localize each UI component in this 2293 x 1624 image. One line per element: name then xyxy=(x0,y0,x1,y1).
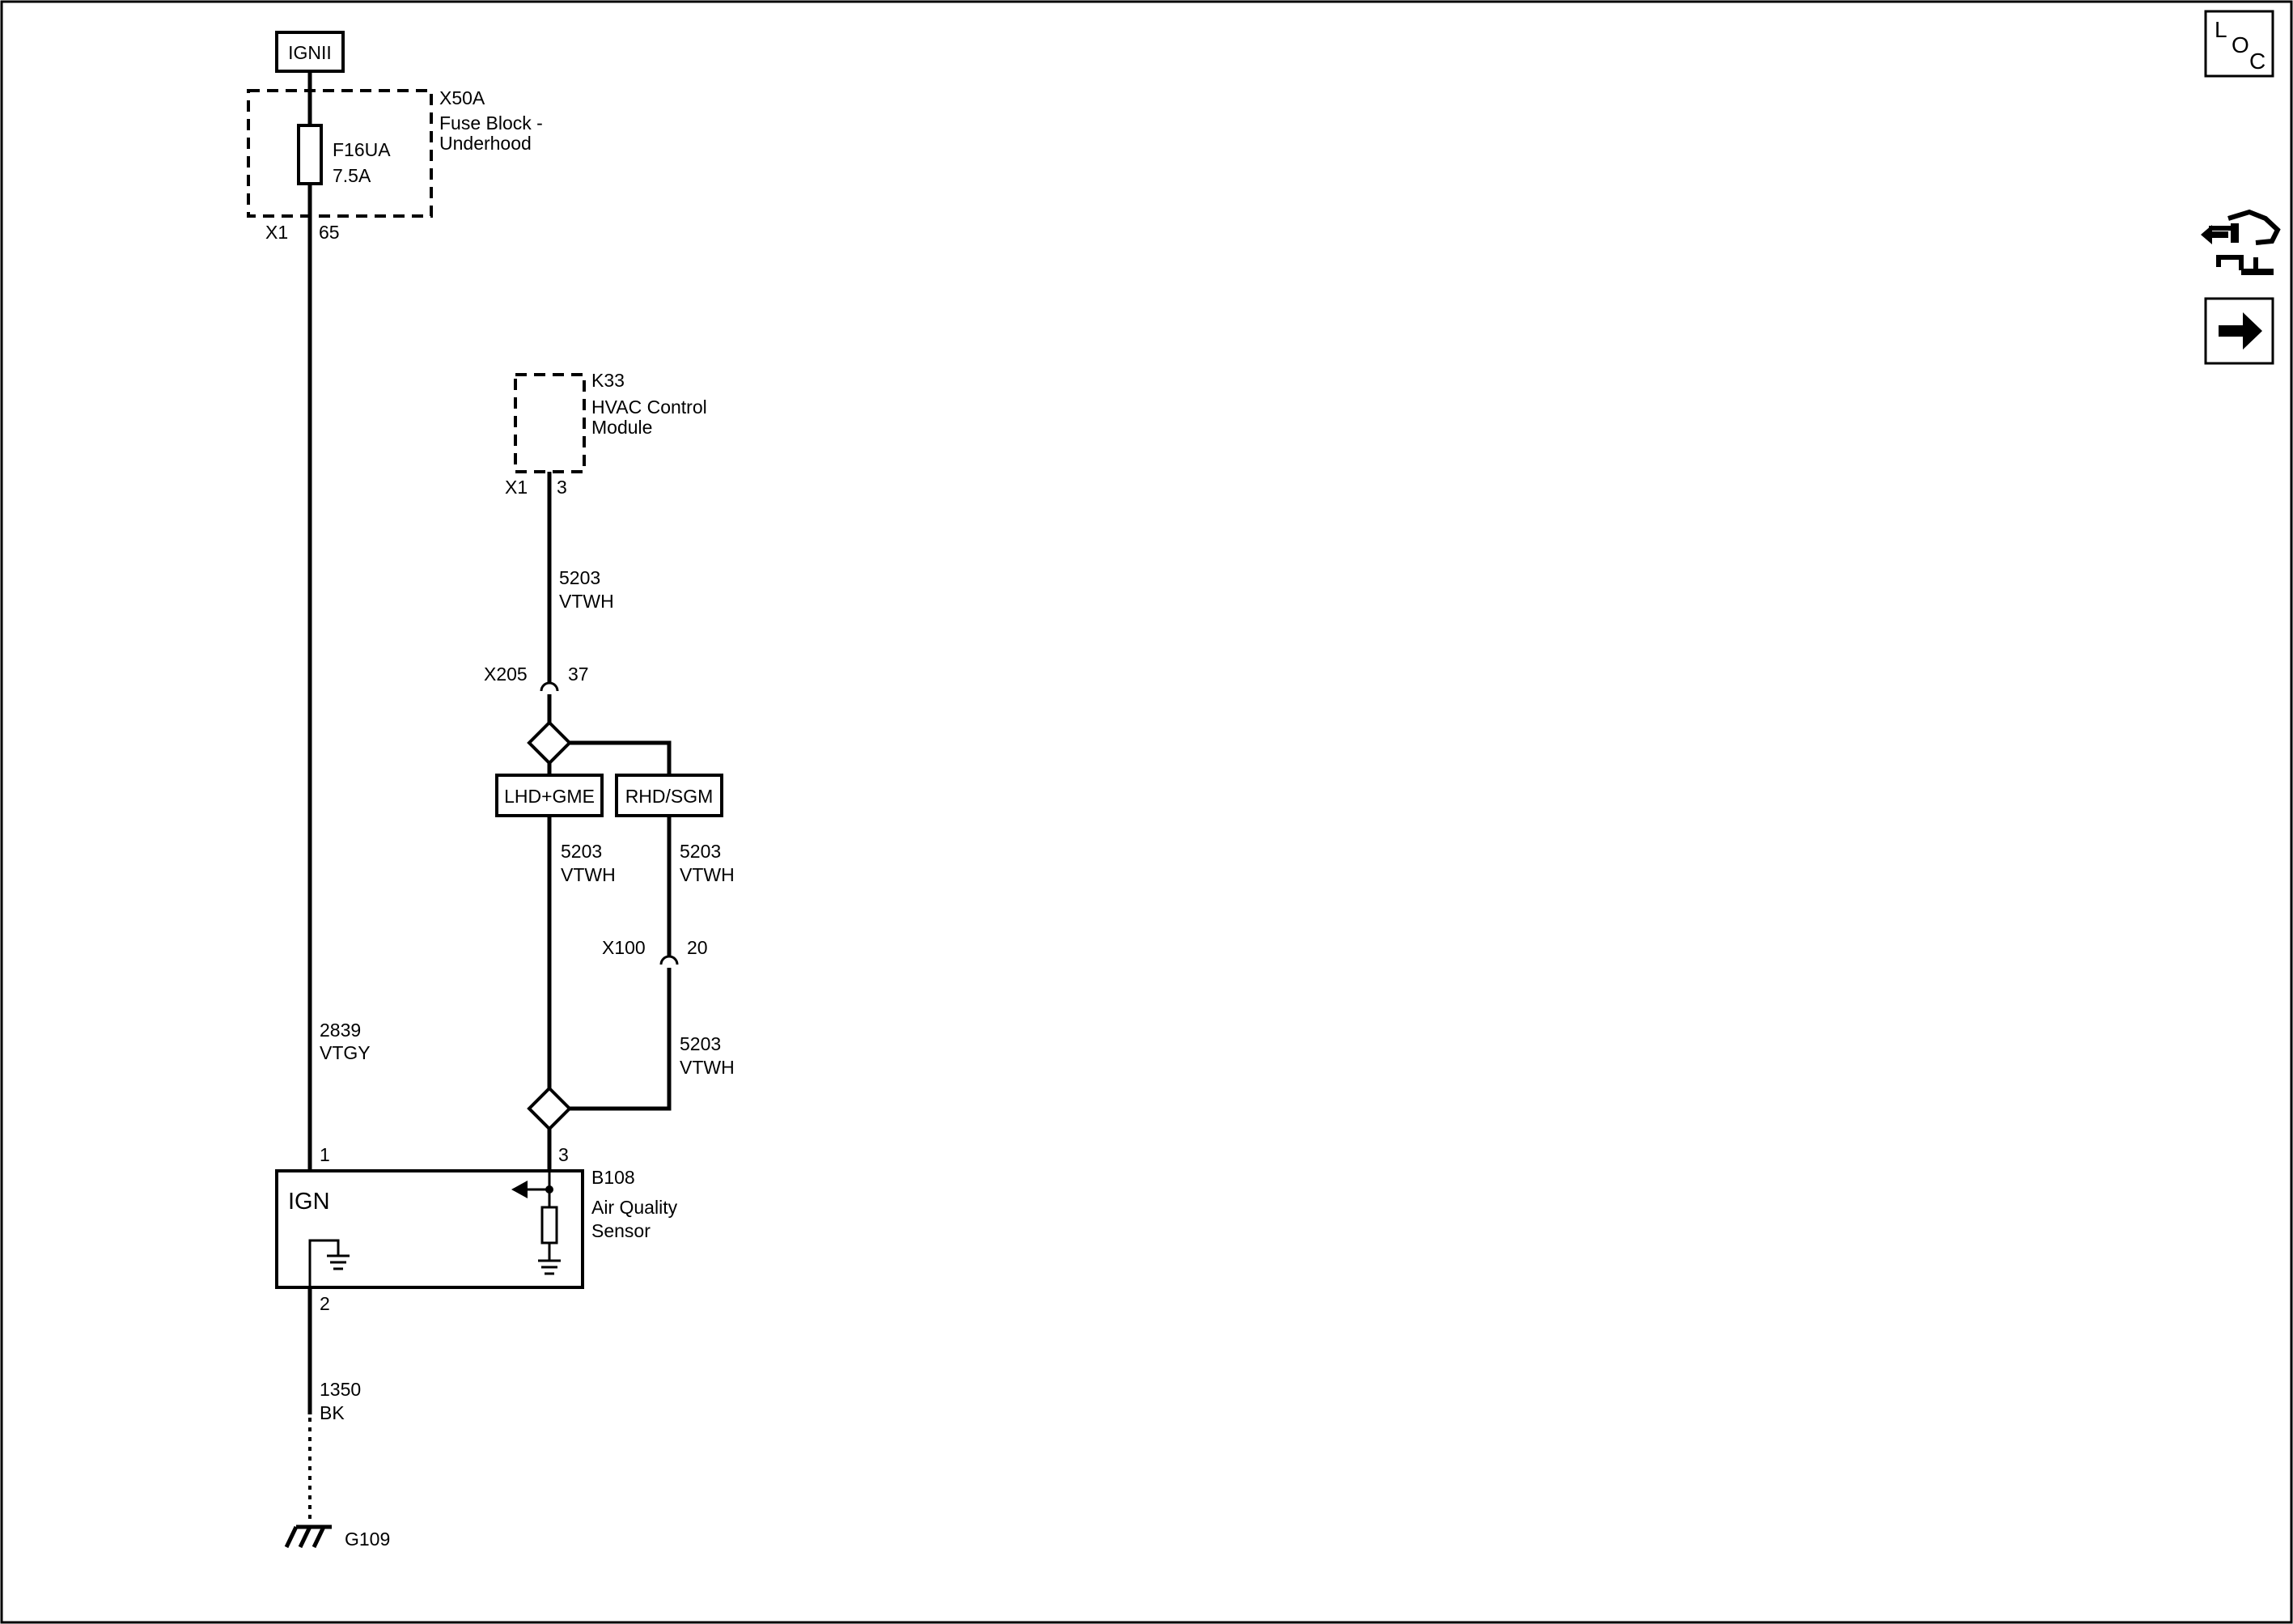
sensor-name-2: Sensor xyxy=(591,1220,651,1241)
sensor-internal-circuit xyxy=(511,1171,561,1275)
wire-hvac-color: VTWH xyxy=(559,591,614,612)
wire-split-to-rhd xyxy=(570,740,672,775)
hvac-module-id: K33 xyxy=(591,370,625,391)
ground-id: G109 xyxy=(345,1529,390,1550)
fuse-pin-label: 65 xyxy=(319,222,340,243)
inline-connector-x100[interactable]: X100 20 xyxy=(602,937,708,965)
fuse-connector-label: X1 xyxy=(265,222,288,243)
x205-id: X205 xyxy=(484,664,528,685)
wire-ground-color: BK xyxy=(320,1402,345,1423)
fuse-block-id: X50A xyxy=(439,87,485,108)
fuse-block-x50a[interactable]: X50A Fuse Block - Underhood xyxy=(247,87,543,218)
hvac-control-module-k33[interactable]: K33 HVAC Control Module xyxy=(514,370,707,473)
splice-upper xyxy=(527,720,572,765)
hvac-module-name-1: HVAC Control xyxy=(591,396,707,418)
inline-connector-x205[interactable]: X205 37 xyxy=(484,664,589,692)
power-source-label: IGNII xyxy=(288,42,332,63)
loc-letter-c: C xyxy=(2249,49,2265,74)
resistor-icon xyxy=(540,1206,558,1245)
wire-left-color: VTWH xyxy=(561,864,616,885)
fuse-rating: 7.5A xyxy=(333,165,371,186)
wire-5203-rhd-lower[interactable] xyxy=(570,968,672,1111)
fuse-block-name-1: Fuse Block - xyxy=(439,112,543,134)
fuse-f16ua: F16UA 7.5A xyxy=(297,124,391,186)
ground-g109[interactable]: G109 xyxy=(284,1524,390,1550)
signal-arrow-icon xyxy=(511,1181,528,1198)
sensor-pin-ground: 2 xyxy=(320,1293,330,1314)
sensor-name-1: Air Quality xyxy=(591,1197,678,1218)
hvac-module-name-2: Module xyxy=(591,417,652,438)
wire-hvac-circuit: 5203 xyxy=(559,567,600,588)
hvac-connector-label: X1 xyxy=(505,477,528,498)
fuse-block-name-2: Underhood xyxy=(439,133,532,154)
sensor-ign-label: IGN xyxy=(288,1189,330,1215)
sensor-pin-ign: 1 xyxy=(320,1144,330,1165)
fuse-id: F16UA xyxy=(333,139,391,160)
splice-lower xyxy=(527,1086,572,1131)
x100-id: X100 xyxy=(602,937,646,958)
power-source-ignii: IGNII xyxy=(275,31,345,73)
wire-ground-circuit: 1350 xyxy=(320,1379,361,1400)
hvac-pin-label: 3 xyxy=(557,477,567,498)
x100-pin: 20 xyxy=(687,937,708,958)
sensor-pin-signal: 3 xyxy=(558,1144,569,1165)
wire-right-lower-circuit: 5203 xyxy=(680,1033,721,1054)
next-page-arrow-icon[interactable] xyxy=(2204,297,2274,365)
wire-2839-color: VTGY xyxy=(320,1042,371,1063)
option-rhd-label: RHD/SGM xyxy=(625,786,714,807)
wire-right-upper-color: VTWH xyxy=(680,864,735,885)
wire-right-lower-color: VTWH xyxy=(680,1057,735,1078)
wire-left-circuit: 5203 xyxy=(561,841,602,862)
loc-letter-l: L xyxy=(2215,17,2227,42)
loc-button[interactable]: L O C xyxy=(2204,10,2274,78)
option-lhd-label: LHD+GME xyxy=(504,786,595,807)
option-lhd-gme[interactable]: LHD+GME xyxy=(495,774,604,817)
x205-pin: 37 xyxy=(568,664,589,685)
sensor-internal-ground xyxy=(308,1239,350,1287)
wire-right-upper-circuit: 5203 xyxy=(680,841,721,862)
sensor-id: B108 xyxy=(591,1167,635,1188)
wire-2839-circuit: 2839 xyxy=(320,1020,361,1041)
loc-letter-o: O xyxy=(2232,32,2249,57)
option-rhd-sgm[interactable]: RHD/SGM xyxy=(615,774,723,817)
connector-list-icon[interactable] xyxy=(2201,209,2281,275)
